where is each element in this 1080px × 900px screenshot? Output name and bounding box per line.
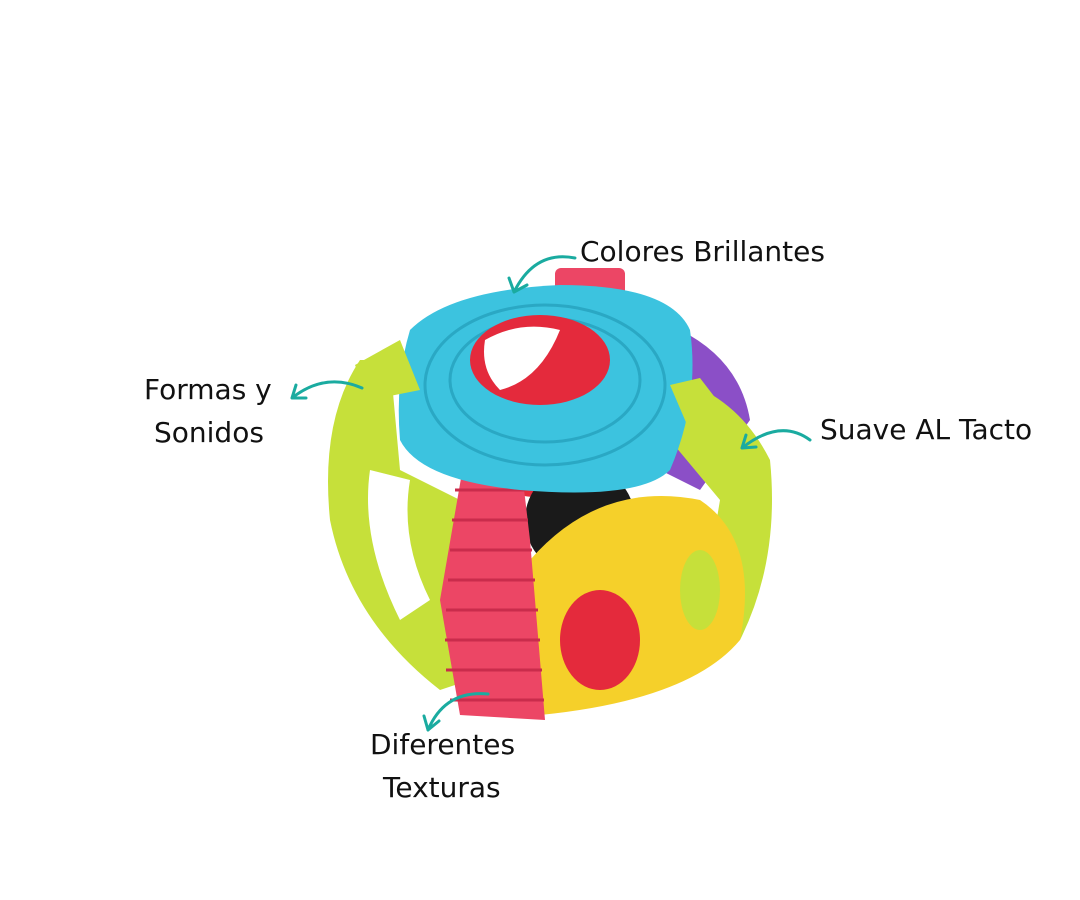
- callout-arrows: [290, 255, 812, 732]
- callout-texturas-line2: Texturas: [383, 771, 501, 804]
- arrow-top: [507, 255, 577, 294]
- arrow-left: [290, 380, 364, 400]
- toy-ball: [328, 268, 772, 720]
- callout-colores-brillantes: Colores Brillantes: [580, 235, 825, 268]
- callout-formas-line2: Sonidos: [154, 416, 264, 449]
- callout-suave-al-tacto: Suave AL Tacto: [820, 413, 1033, 446]
- arrow-bottom: [422, 692, 490, 732]
- callout-texturas-line1: Diferentes: [370, 728, 516, 761]
- callout-formas-line1: Formas y: [144, 373, 272, 406]
- arrow-right: [740, 429, 812, 450]
